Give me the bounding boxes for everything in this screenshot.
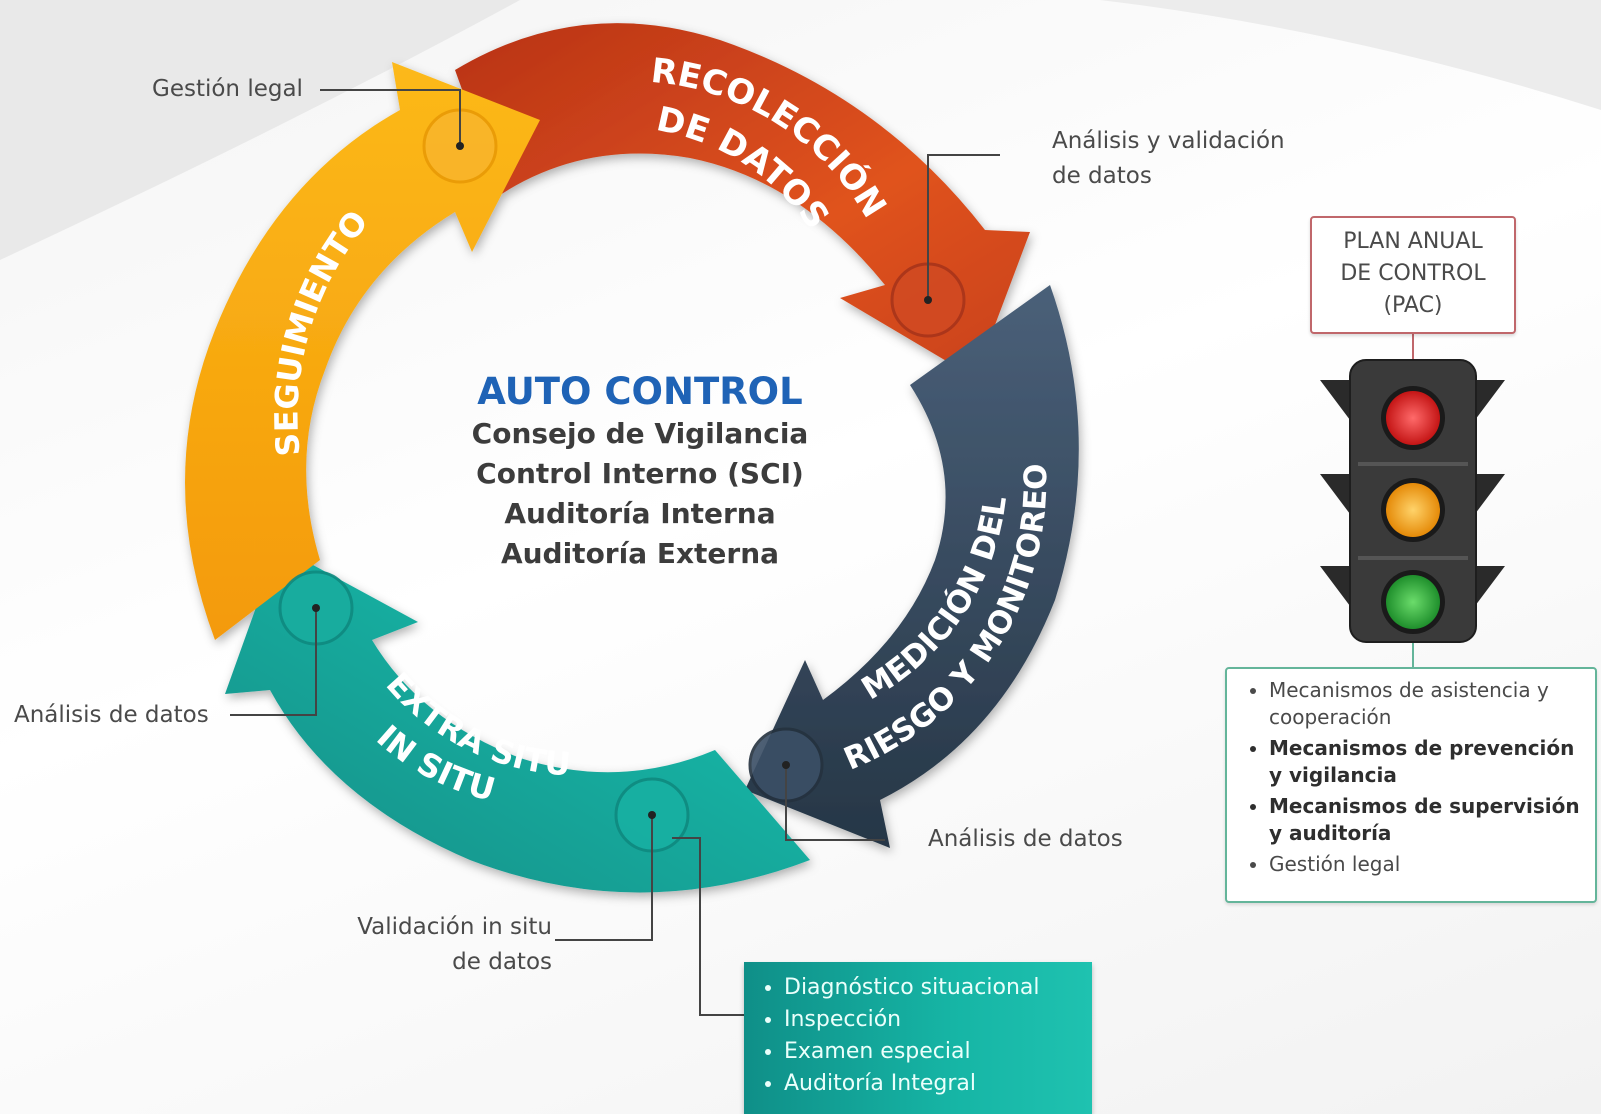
pac-line: PLAN ANUAL: [1343, 229, 1483, 254]
center-line: Control Interno (SCI): [476, 457, 804, 491]
label-line: de datos: [452, 948, 552, 975]
label-line: de datos: [1052, 162, 1152, 189]
list-item: Gestión legal: [1269, 851, 1585, 878]
list-item: Diagnóstico situacional: [784, 972, 1092, 1004]
list-item: Mecanismos de supervisión y auditoría: [1269, 793, 1585, 847]
list-item: Mecanismos de asistencia y cooperación: [1269, 677, 1585, 731]
list-item: Mecanismos de prevención y vigilancia: [1269, 735, 1585, 789]
background-swoosh: [0, 0, 520, 260]
yellow-lamp: [1386, 483, 1440, 537]
traffic-light: [1320, 332, 1505, 667]
center-title: AUTO CONTROL: [477, 370, 803, 413]
label-analisis-datos-bottom: Análisis de datos: [928, 826, 1123, 852]
center-block: AUTO CONTROL Consejo de Vigilancia Contr…: [440, 370, 840, 573]
label-analisis-datos-left: Análisis de datos: [14, 702, 209, 728]
callout-circles: [278, 108, 966, 853]
connector-lines: [230, 89, 1000, 1016]
label-gestion-legal: Gestión legal: [152, 76, 303, 102]
medicion-arrow: [745, 285, 1079, 848]
pac-line: DE CONTROL: [1340, 260, 1486, 286]
label-line: Validación in situ: [357, 914, 552, 940]
center-line: Consejo de Vigilancia: [471, 417, 809, 451]
connector-dots: [312, 142, 932, 819]
list-item: Inspección: [784, 1004, 1092, 1036]
green-lamp: [1386, 575, 1440, 629]
label-validacion-in-situ: Validación in situ de datos: [330, 910, 552, 979]
seguimiento-arrow: [185, 62, 540, 640]
pac-line: (PAC): [1383, 292, 1443, 318]
center-line: Auditoría Externa: [500, 536, 780, 570]
mechanisms-box: Mecanismos de asistencia y cooperación M…: [1225, 667, 1597, 903]
list-item: Examen especial: [784, 1036, 1092, 1068]
label-analisis-validacion: Análisis y validación de datos: [1052, 124, 1285, 193]
background-swoosh: [1100, 0, 1601, 110]
center-line: Auditoría Interna: [504, 496, 776, 530]
recoleccion-arrow: [455, 23, 1030, 378]
list-item: Auditoría Integral: [784, 1068, 1092, 1100]
pac-box: PLAN ANUAL DE CONTROL (PAC): [1310, 216, 1516, 334]
in-situ-list-box: Diagnóstico situacional Inspección Exame…: [744, 962, 1092, 1114]
label-line: Análisis y validación: [1052, 128, 1285, 154]
red-lamp: [1386, 391, 1440, 445]
